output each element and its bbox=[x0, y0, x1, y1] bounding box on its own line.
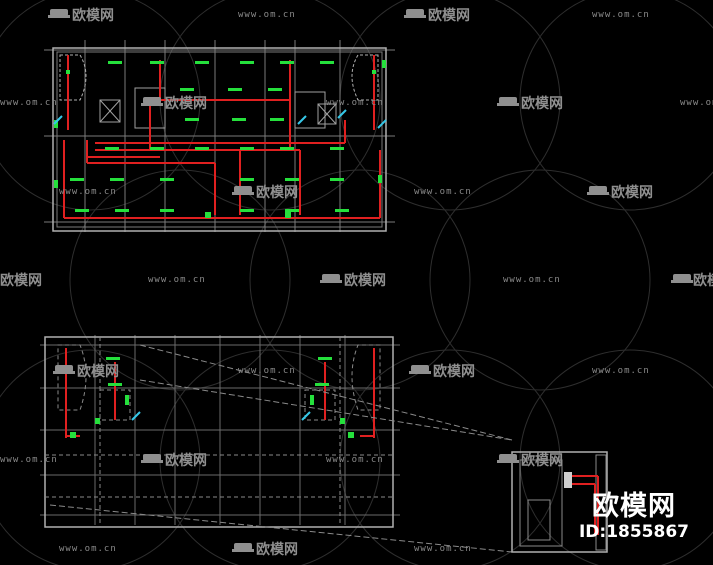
watermark-site: www.om.cn bbox=[0, 455, 58, 465]
model-id: ID:1855867 bbox=[578, 522, 689, 542]
watermark-site: www.om.cn bbox=[592, 366, 650, 376]
watermark-logo: 欧模网 bbox=[0, 272, 42, 289]
upper-plan-curved-rooms bbox=[59, 54, 379, 101]
watermark-site: www.om.cn bbox=[326, 98, 384, 108]
watermark-site: www.om.cn bbox=[592, 10, 650, 20]
upper-plan-grid bbox=[44, 40, 395, 232]
lower-plan-dashed-lines bbox=[45, 337, 393, 527]
watermark-site: www.om.cn bbox=[326, 455, 384, 465]
watermark-logo: 欧模网 bbox=[693, 272, 713, 289]
upper-plan-fixtures bbox=[54, 60, 386, 218]
detail-callout-lines bbox=[49, 344, 513, 553]
watermark-site: www.om.cn bbox=[503, 275, 561, 285]
watermark-site: www.om.cn bbox=[238, 366, 296, 376]
watermark-site-texts: www.om.cn www.om.cn www.om.cn www.om.cn … bbox=[0, 10, 713, 554]
upper-plan-pipes bbox=[63, 55, 381, 219]
watermark-logo: 欧模网 bbox=[77, 363, 119, 380]
upper-plan-cores bbox=[99, 87, 337, 129]
lower-plan-outline bbox=[44, 336, 394, 528]
watermark-site: www.om.cn bbox=[0, 98, 58, 108]
watermark-site: www.om.cn bbox=[238, 10, 296, 20]
watermark-site: www.om.cn bbox=[148, 275, 206, 285]
watermark-site: www.om.cn bbox=[59, 187, 117, 197]
detail-section-view bbox=[511, 451, 608, 553]
watermark-logo: 欧模网 bbox=[521, 452, 563, 469]
watermark-site: www.om.cn bbox=[414, 187, 472, 197]
watermark-logo: 欧模网 bbox=[433, 363, 475, 380]
lower-plan-fixtures bbox=[70, 357, 354, 438]
lower-plan-pipes bbox=[65, 348, 375, 438]
upper-plan-cyan-marks bbox=[53, 109, 387, 129]
watermark-logo: 欧模网 bbox=[165, 95, 207, 112]
watermark-site: www.om.cn bbox=[59, 544, 117, 554]
brand-name: 欧模网 bbox=[591, 491, 676, 522]
lower-floor-plan bbox=[40, 335, 513, 553]
watermark-logo: 欧模网 bbox=[344, 272, 386, 289]
upper-plan-outline bbox=[52, 47, 387, 232]
lower-plan-cyan-marks bbox=[131, 411, 311, 421]
upper-floor-plan bbox=[44, 40, 395, 232]
watermark-logo: 欧模网 bbox=[611, 184, 653, 201]
watermark-logo: 欧模网 bbox=[72, 7, 114, 24]
watermark-logo: 欧模网 bbox=[256, 184, 298, 201]
watermark-logo-texts: 欧模网 欧模网 欧模网 欧模网 欧模网 欧模网 欧模网 欧模网 欧模网 欧模网 … bbox=[0, 7, 713, 558]
sofa-icon bbox=[48, 9, 693, 552]
watermark-site: www.om.cn bbox=[680, 98, 713, 108]
watermark-logo: 欧模网 bbox=[521, 95, 563, 112]
watermark-logo: 欧模网 bbox=[165, 452, 207, 469]
brand-block: 欧模网 ID:1855867 bbox=[578, 491, 689, 543]
watermark-site: www.om.cn bbox=[414, 544, 472, 554]
watermark-logo: 欧模网 bbox=[256, 541, 298, 558]
watermark-logo: 欧模网 bbox=[428, 7, 470, 24]
detail-pipes bbox=[572, 475, 599, 535]
